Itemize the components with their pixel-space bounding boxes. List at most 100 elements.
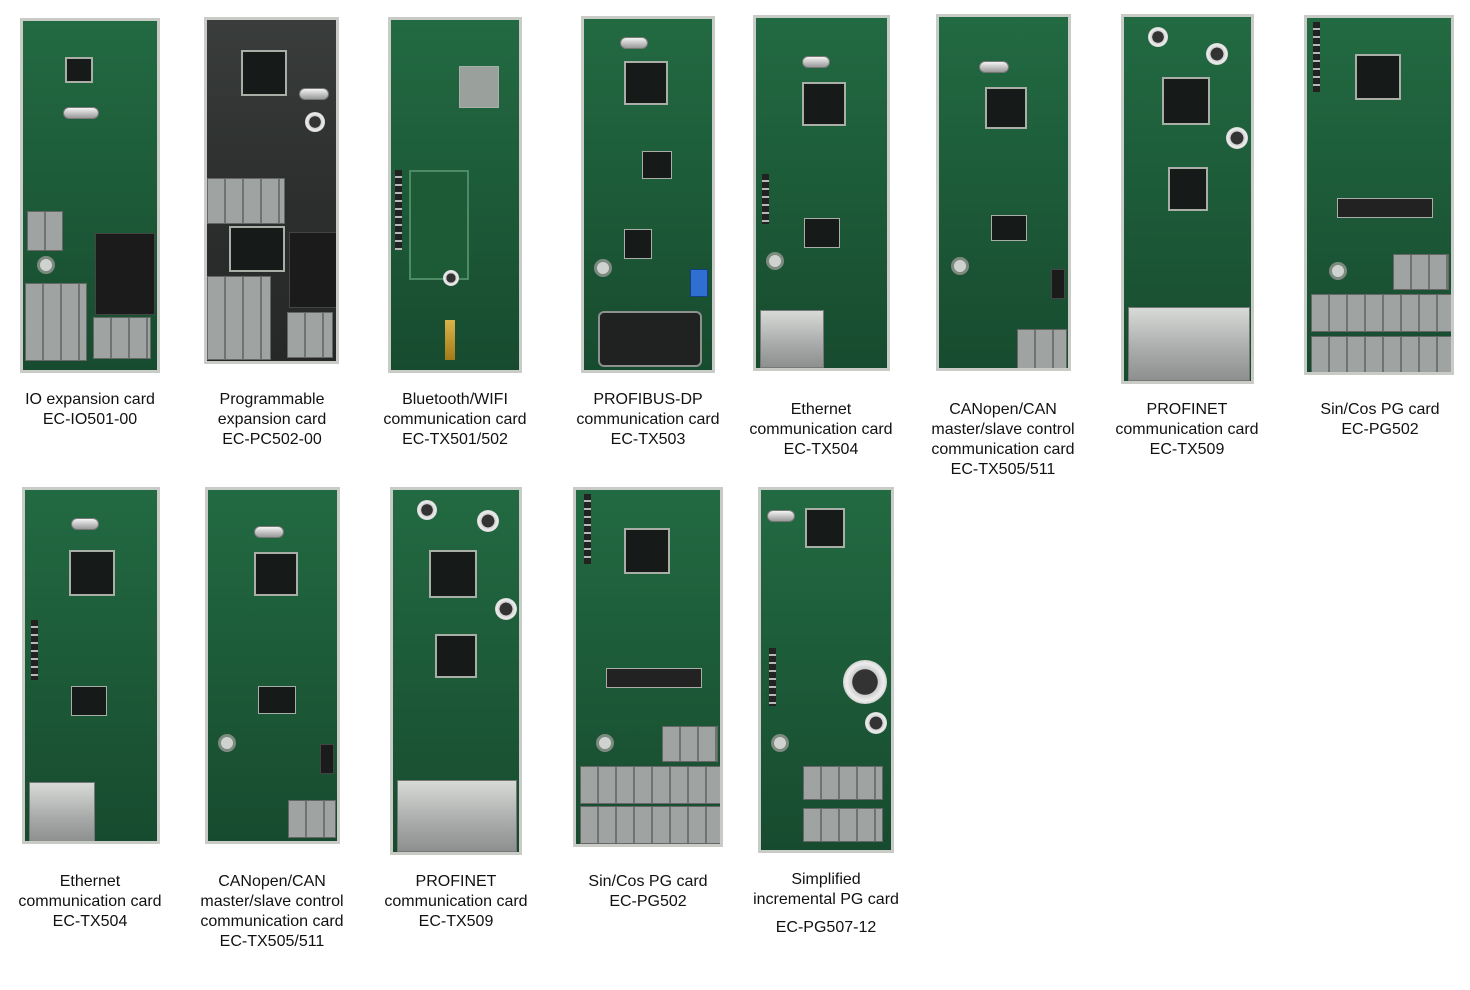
crystal — [620, 37, 648, 49]
profinet-card-photo — [390, 487, 522, 855]
terminal-block — [288, 800, 336, 838]
pin-header — [769, 648, 776, 706]
black-module — [229, 226, 285, 272]
crystal — [299, 88, 329, 100]
antenna-connector — [445, 320, 455, 360]
phy-chip — [1168, 167, 1208, 211]
ethernet-card-photo — [753, 15, 890, 371]
terminal-block — [803, 808, 883, 842]
rj45-connector — [397, 780, 517, 852]
mcu-chip — [805, 508, 845, 548]
terminal-block — [93, 317, 151, 359]
chip — [258, 686, 296, 714]
profinet-card-photo — [1121, 14, 1254, 384]
inductor — [495, 598, 517, 620]
pin-header — [1313, 22, 1320, 92]
pin-header — [584, 494, 591, 564]
mcu-chip — [985, 87, 1027, 129]
mcu-chip — [624, 528, 670, 574]
terminal-block — [27, 211, 63, 251]
rj45-connector — [760, 310, 824, 368]
relay — [289, 232, 336, 308]
chip-row — [606, 668, 702, 688]
dip-switch — [690, 269, 708, 297]
asic-chip — [642, 151, 672, 179]
terminal-block — [662, 726, 718, 762]
crystal — [63, 107, 99, 119]
crystal — [802, 56, 830, 68]
inductor — [1148, 27, 1168, 47]
pin-header — [762, 174, 769, 224]
mcu-chip — [241, 50, 287, 96]
mcu-chip — [624, 61, 668, 105]
mcu-chip — [429, 550, 477, 598]
mcu-chip — [69, 550, 115, 596]
mcu-chip — [1355, 54, 1401, 100]
mounting-hole — [218, 734, 236, 752]
programmable-expansion-card-photo — [204, 17, 339, 364]
inductor — [417, 500, 437, 520]
rj45-connector — [29, 782, 95, 841]
crystal — [71, 518, 99, 530]
io-expansion-card-photo — [20, 18, 160, 373]
capacitor — [865, 712, 887, 734]
pin-header — [31, 620, 38, 680]
bluetooth-module — [409, 170, 469, 280]
crystal — [254, 526, 284, 538]
profibus-dp-card-photo — [581, 16, 715, 373]
mcu-chip — [65, 57, 93, 83]
relay — [95, 233, 155, 315]
mcu-chip — [254, 552, 298, 596]
inductor — [1206, 43, 1228, 65]
bluetooth-wifi-card-photo — [388, 17, 522, 373]
capacitor — [305, 112, 325, 132]
terminal-block — [803, 766, 883, 800]
terminal-block — [207, 276, 271, 360]
mounting-hole — [37, 256, 55, 274]
chip — [804, 218, 840, 248]
sincos-pg-card-photo — [1304, 15, 1454, 375]
terminal-block — [580, 806, 720, 844]
inductor — [477, 510, 499, 532]
mounting-hole — [594, 259, 612, 277]
inductor — [843, 660, 887, 704]
button — [443, 270, 459, 286]
mcu-chip — [1162, 77, 1210, 125]
switch — [320, 744, 334, 774]
phy-chip — [435, 634, 477, 678]
crystal — [767, 510, 795, 522]
mcu-chip — [802, 82, 846, 126]
ethernet-card-photo — [22, 487, 160, 844]
pin-header — [395, 170, 402, 250]
chip-row — [1337, 198, 1433, 218]
mounting-hole — [771, 734, 789, 752]
mounting-hole — [1329, 262, 1347, 280]
crystal — [979, 61, 1009, 73]
mounting-hole — [596, 734, 614, 752]
switch — [1051, 269, 1065, 299]
sincos-pg-card-photo — [573, 487, 723, 847]
terminal-block — [207, 178, 285, 224]
mounting-hole — [951, 257, 969, 275]
rj45-connector — [1128, 307, 1250, 381]
wifi-module — [459, 66, 499, 108]
terminal-block — [580, 766, 720, 804]
terminal-block — [1393, 254, 1449, 290]
chip — [991, 215, 1027, 241]
incremental-pg-card-photo — [758, 487, 894, 853]
terminal-block — [287, 312, 333, 358]
chip — [624, 229, 652, 259]
canopen-card-photo — [936, 14, 1071, 371]
terminal-block — [25, 283, 87, 361]
db9-connector — [598, 311, 702, 367]
